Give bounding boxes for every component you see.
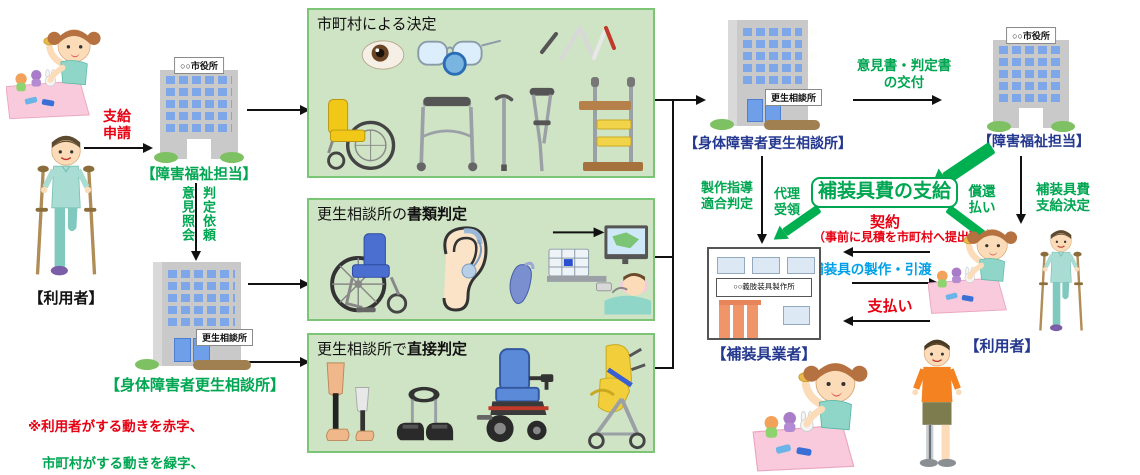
boy-with-crutches-illustration-right <box>1032 226 1090 336</box>
payment-label: 支払い <box>867 298 913 315</box>
grant-decision-label: 補装具費 支給決定 <box>1036 182 1090 213</box>
user-label-right: 【利用者】 <box>964 338 1040 355</box>
color-legend-note: ※利用者がする動きを赤字、 市町村がする動きを緑字、 補装具業者がする動きを青字… <box>28 399 310 475</box>
opinion-inquiry-label: 意見照会 <box>180 186 195 242</box>
arrow-boxes-to-consult-right <box>655 95 706 105</box>
factory-sign: ○○義肢装具製作所 <box>716 278 812 297</box>
consultation-building-left: 更生相談所 <box>135 262 253 372</box>
arrow-consult-to-direct-box <box>248 357 310 367</box>
opinion-delivery-label: 意見書・判定書 の交付 <box>856 58 952 90</box>
girl-playing-illustration-right <box>928 220 1026 315</box>
apply-flow-label: 支給 申請 <box>103 108 131 141</box>
consultation-label-right: 【身体障害者更生相談所】 <box>684 135 852 151</box>
manual-wheelchair-blue-icon <box>330 233 408 314</box>
welfare-label-left: 【障害福祉担当】 <box>141 167 257 183</box>
boy-prosthetic-leg-illustration <box>905 336 969 472</box>
municipal-decision-title: 市町村による決定 <box>317 16 437 33</box>
girl-playing-illustration-bottom <box>752 352 880 472</box>
glasses-icon <box>417 39 502 76</box>
city-office-building-left: ○○市役所 <box>152 57 246 163</box>
arrow-welfare-to-consult <box>191 183 201 261</box>
production-guidance-label: 製作指導 適合判定 <box>700 180 753 211</box>
proxy-receipt-label: 代理 受領 <box>773 186 800 217</box>
grant-title-box: 補装具費の支給 <box>811 177 958 208</box>
production-delivery-label: 補装具の製作・引渡 <box>810 262 932 277</box>
arrow-welfare-to-municipal-box <box>247 105 310 115</box>
consultation-building-right: 更生相談所 <box>710 20 822 132</box>
arrow-user-to-welfare <box>84 143 153 153</box>
city-office-building-right: ○○市役所 <box>985 27 1077 132</box>
consultation-label-left: 【身体障害者更生相談所】 <box>104 377 285 394</box>
standing-frame-icon <box>579 77 643 171</box>
arrow-payment <box>843 316 930 326</box>
connector-vertical-line <box>672 99 674 369</box>
direct-judgement-title: 更生相談所で直接判定 <box>317 341 468 358</box>
municipal-decision-box: 市町村による決定 <box>307 8 655 178</box>
note-line-green: 市町村がする動きを緑字、 <box>42 455 204 471</box>
vendor-factory-building: ○○義肢装具製作所 <box>707 247 821 340</box>
reimbursement-label: 償還 払い <box>968 184 996 215</box>
city-office-sign-right: ○○市役所 <box>1006 27 1056 44</box>
white-cane-icon <box>540 26 616 60</box>
judgement-request-label: 判定依頼 <box>201 186 216 242</box>
walker-icon <box>416 96 478 172</box>
communication-device-icon <box>547 225 651 315</box>
arrow-consult-to-welfare-right <box>853 95 942 105</box>
hearing-aid-icon <box>509 261 535 305</box>
arrow-consult-to-vendor <box>757 156 767 244</box>
user-label-left: 【利用者】 <box>28 290 104 307</box>
power-wheelchair-icon <box>476 348 554 443</box>
consultation-sign: 更生相談所 <box>195 329 253 346</box>
document-judgement-box: 更生相談所の書類判定 <box>307 198 655 321</box>
city-office-sign: ○○市役所 <box>174 57 224 74</box>
arrow-welfare-to-user <box>1016 156 1026 224</box>
arrow-contract <box>843 247 930 257</box>
connector-stub-document <box>655 256 674 258</box>
girl-playing-illustration <box>6 20 110 120</box>
prosthetic-legs-icon <box>326 362 375 442</box>
cane-icon <box>494 94 514 171</box>
contract-label: 契約 <box>869 214 900 231</box>
document-judgement-title: 更生相談所の書類判定 <box>317 206 468 223</box>
note-line-red: ※利用者がする動きを赤字、 <box>28 418 204 434</box>
contract-note-label: （事前に見積を市町村へ提出） <box>812 230 981 244</box>
vendor-label: 【補装具業者】 <box>711 346 817 363</box>
ear-icon <box>442 226 488 312</box>
direct-judgement-box: 更生相談所で直接判定 <box>307 333 655 453</box>
crutch-icon <box>529 87 555 172</box>
connector-stub-direct <box>655 367 674 369</box>
welfare-label-right: 【障害福祉担当】 <box>978 133 1090 149</box>
manual-wheelchair-yellow-icon <box>327 98 396 170</box>
arrow-delivery <box>852 278 939 288</box>
arrow-consult-to-document-box <box>248 279 310 289</box>
orthotic-shoes-icon <box>396 386 454 441</box>
boy-with-crutches-illustration <box>28 128 104 284</box>
consultation-sign-right: 更生相談所 <box>764 89 822 106</box>
prosthetic-eye-icon <box>361 40 405 70</box>
reclining-buggy-icon <box>588 344 646 450</box>
